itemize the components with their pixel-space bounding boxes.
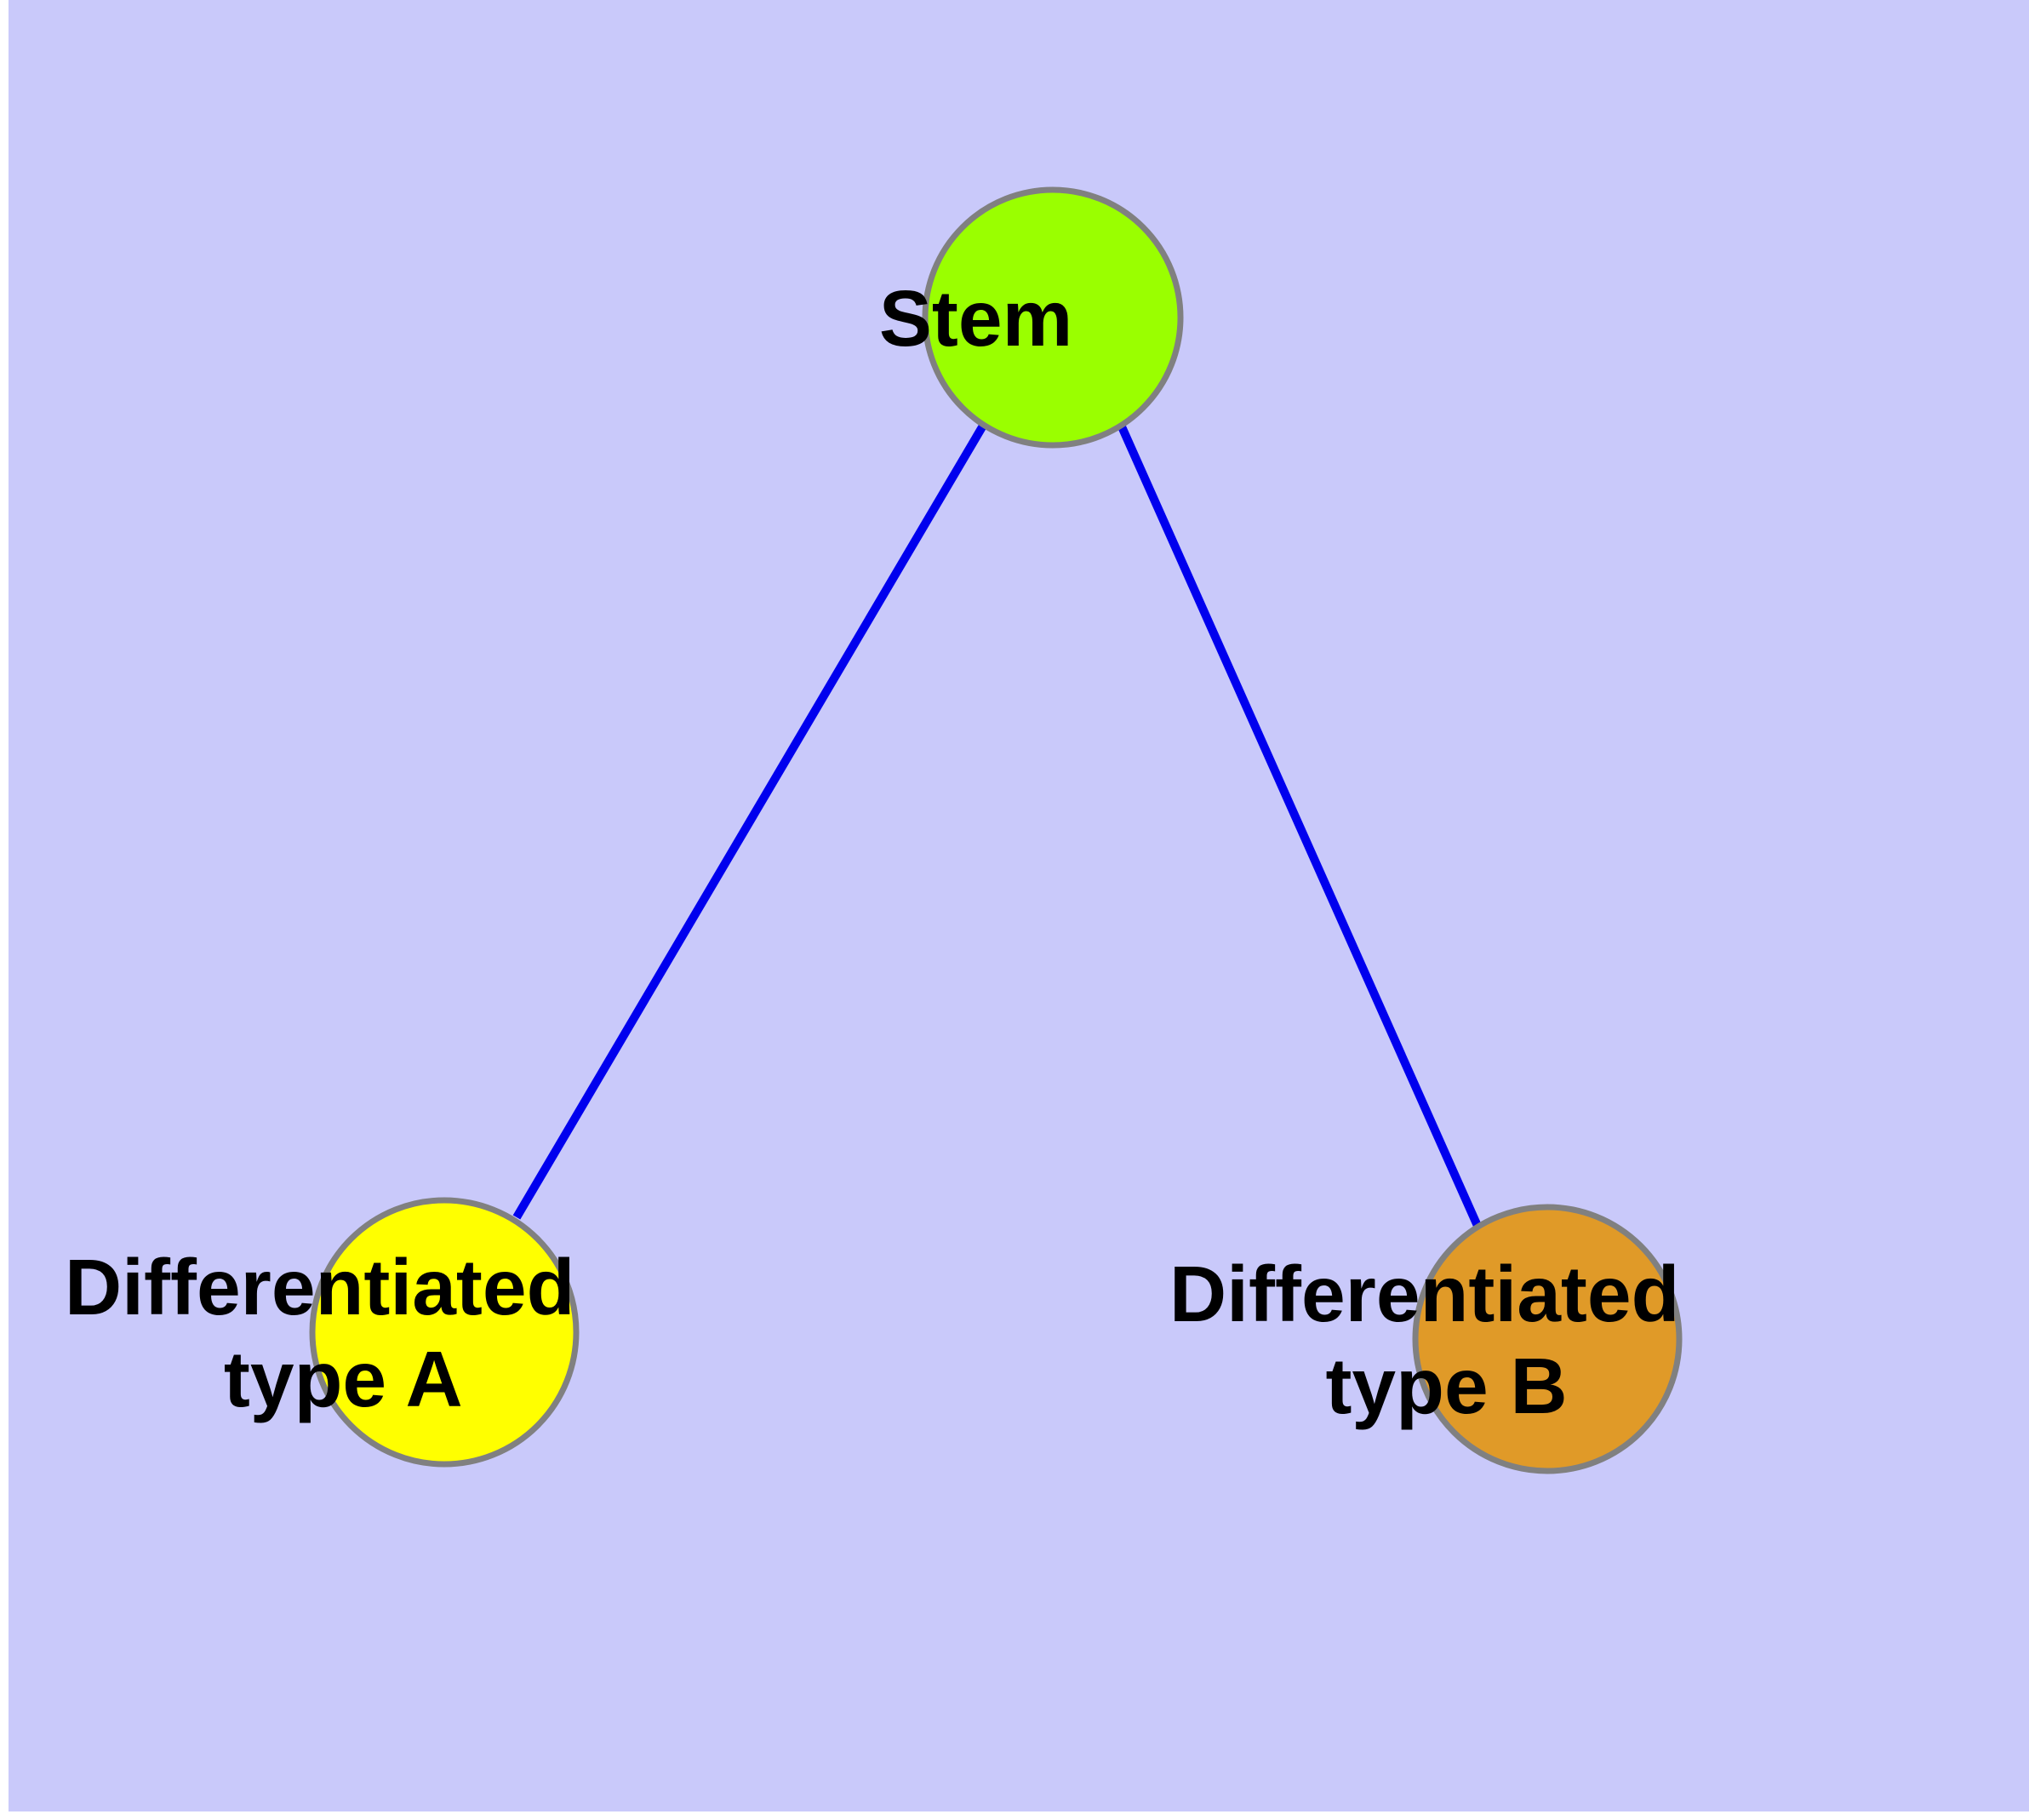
labels-layer: Stem Differentiated type A Differentiate… (65, 246, 1878, 1430)
node-label-stem-line-1: Stem (879, 274, 1072, 363)
node-label-differentiated-type-b-line-2: type B (1325, 1342, 1567, 1430)
edges-layer (512, 422, 1482, 1228)
edge-stem-to-differentiated-b[interactable] (1117, 422, 1482, 1228)
node-label-differentiated-type-b-line-1: Differentiated (1169, 1250, 1679, 1338)
nodes-layer (309, 186, 1683, 1474)
node-label-differentiated-type-a-line-2: type A (224, 1335, 461, 1423)
node-differentiated-type-b[interactable] (1412, 1204, 1683, 1474)
node-label-stem: Stem (879, 246, 1226, 363)
edge-stem-to-differentiated-a[interactable] (512, 423, 987, 1220)
node-label-differentiated-type-a-line-1: Differentiated (65, 1243, 574, 1331)
node-label-differentiated-type-b: Differentiated type B (1169, 1250, 1878, 1430)
node-differentiated-type-a[interactable] (309, 1197, 580, 1468)
node-label-differentiated-type-a: Differentiated type A (65, 1243, 773, 1423)
node-stem[interactable] (922, 186, 1184, 449)
